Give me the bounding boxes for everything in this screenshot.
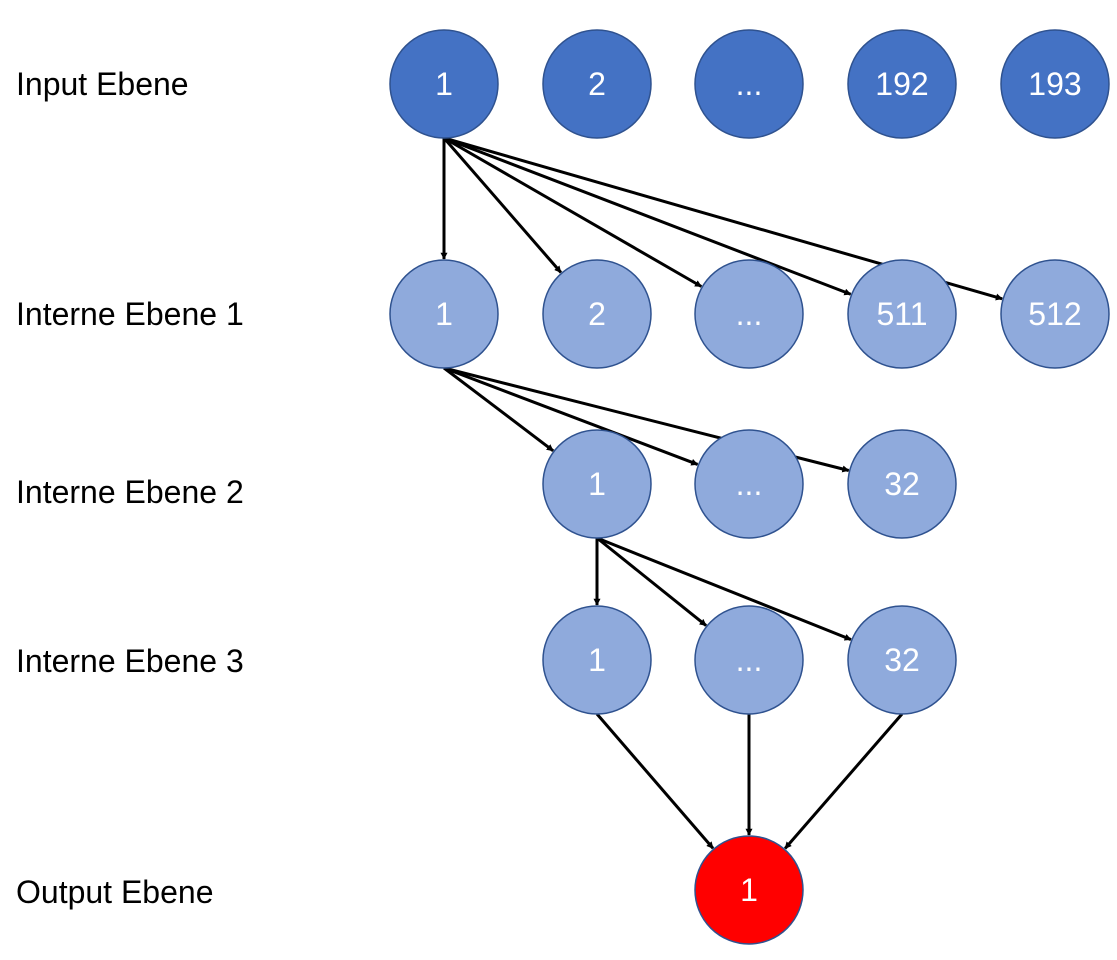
hidden3-node: 1 [542, 605, 652, 715]
hidden3-node-circle [847, 605, 957, 715]
hidden3-node-label: 32 [884, 642, 920, 678]
input-node: 1 [389, 29, 499, 139]
hidden2-node-circle [542, 429, 652, 539]
output-node-label: 1 [740, 872, 758, 908]
input-node-label: ... [736, 66, 763, 102]
edge-arrow [596, 536, 852, 641]
hidden1-node-label: 512 [1028, 296, 1081, 332]
hidden1-node: 511 [847, 259, 957, 369]
input-node-circle [389, 29, 499, 139]
edge-arrow [595, 713, 715, 850]
hidden3-node-circle [542, 605, 652, 715]
output-node-circle [694, 835, 804, 945]
hidden3-node: 32 [847, 605, 957, 715]
edge-arrow [442, 137, 563, 274]
nodes-group: 1 2... 192 193 1 2... 511 512 1... 32 1... 32 1 [389, 29, 1110, 945]
input-node: 192 [847, 29, 957, 139]
output-node: 1 [694, 835, 804, 945]
hidden2-node-label: 32 [884, 466, 920, 502]
edge-arrow [443, 136, 703, 288]
hidden2-node-label: 1 [588, 466, 606, 502]
edge-arrow [443, 366, 555, 452]
input-node-label: 2 [588, 66, 606, 102]
hidden2-node: 32 [847, 429, 957, 539]
hidden2-node-label: ... [736, 466, 763, 502]
hidden1-node-label: 2 [588, 296, 606, 332]
hidden3-node-label: ... [736, 642, 763, 678]
hidden1-node-label: 1 [435, 296, 453, 332]
input-node: ... [694, 29, 804, 139]
output-layer-label: Output Ebene [16, 874, 214, 910]
hidden1-node: 2 [542, 259, 652, 369]
edge-arrow [783, 713, 904, 850]
hidden1-node-label: 511 [876, 296, 927, 332]
hidden-layer-3-label: Interne Ebene 3 [16, 643, 244, 679]
hidden2-node-circle [847, 429, 957, 539]
hidden1-node-label: ... [736, 296, 763, 332]
input-layer-label: Input Ebene [16, 66, 189, 102]
hidden1-node-circle [389, 259, 499, 369]
input-node-label: 1 [435, 66, 453, 102]
hidden2-node: ... [694, 429, 804, 539]
hidden1-node: ... [694, 259, 804, 369]
hidden1-node-circle [847, 259, 957, 369]
edge-arrow [443, 136, 852, 296]
hidden3-node: ... [694, 605, 804, 715]
input-node-label: 192 [875, 66, 928, 102]
hidden3-node-label: 1 [588, 642, 606, 678]
input-node-circle [847, 29, 957, 139]
hidden1-node: 512 [1000, 259, 1110, 369]
hidden1-node-circle [1000, 259, 1110, 369]
input-node: 2 [542, 29, 652, 139]
edge-arrow [596, 536, 708, 627]
hidden-layer-1-label: Interne Ebene 1 [16, 296, 244, 332]
input-node-circle [694, 29, 804, 139]
hidden2-node-circle [694, 429, 804, 539]
input-node-circle [542, 29, 652, 139]
hidden1-node-circle [694, 259, 804, 369]
hidden-layer-2-label: Interne Ebene 2 [16, 474, 244, 510]
hidden3-node-circle [694, 605, 804, 715]
edge-arrow [443, 366, 699, 466]
input-node-label: 193 [1028, 66, 1081, 102]
input-node: 193 [1000, 29, 1110, 139]
input-node-circle [1000, 29, 1110, 139]
hidden1-node: 1 [389, 259, 499, 369]
hidden2-node: 1 [542, 429, 652, 539]
hidden1-node-circle [542, 259, 652, 369]
